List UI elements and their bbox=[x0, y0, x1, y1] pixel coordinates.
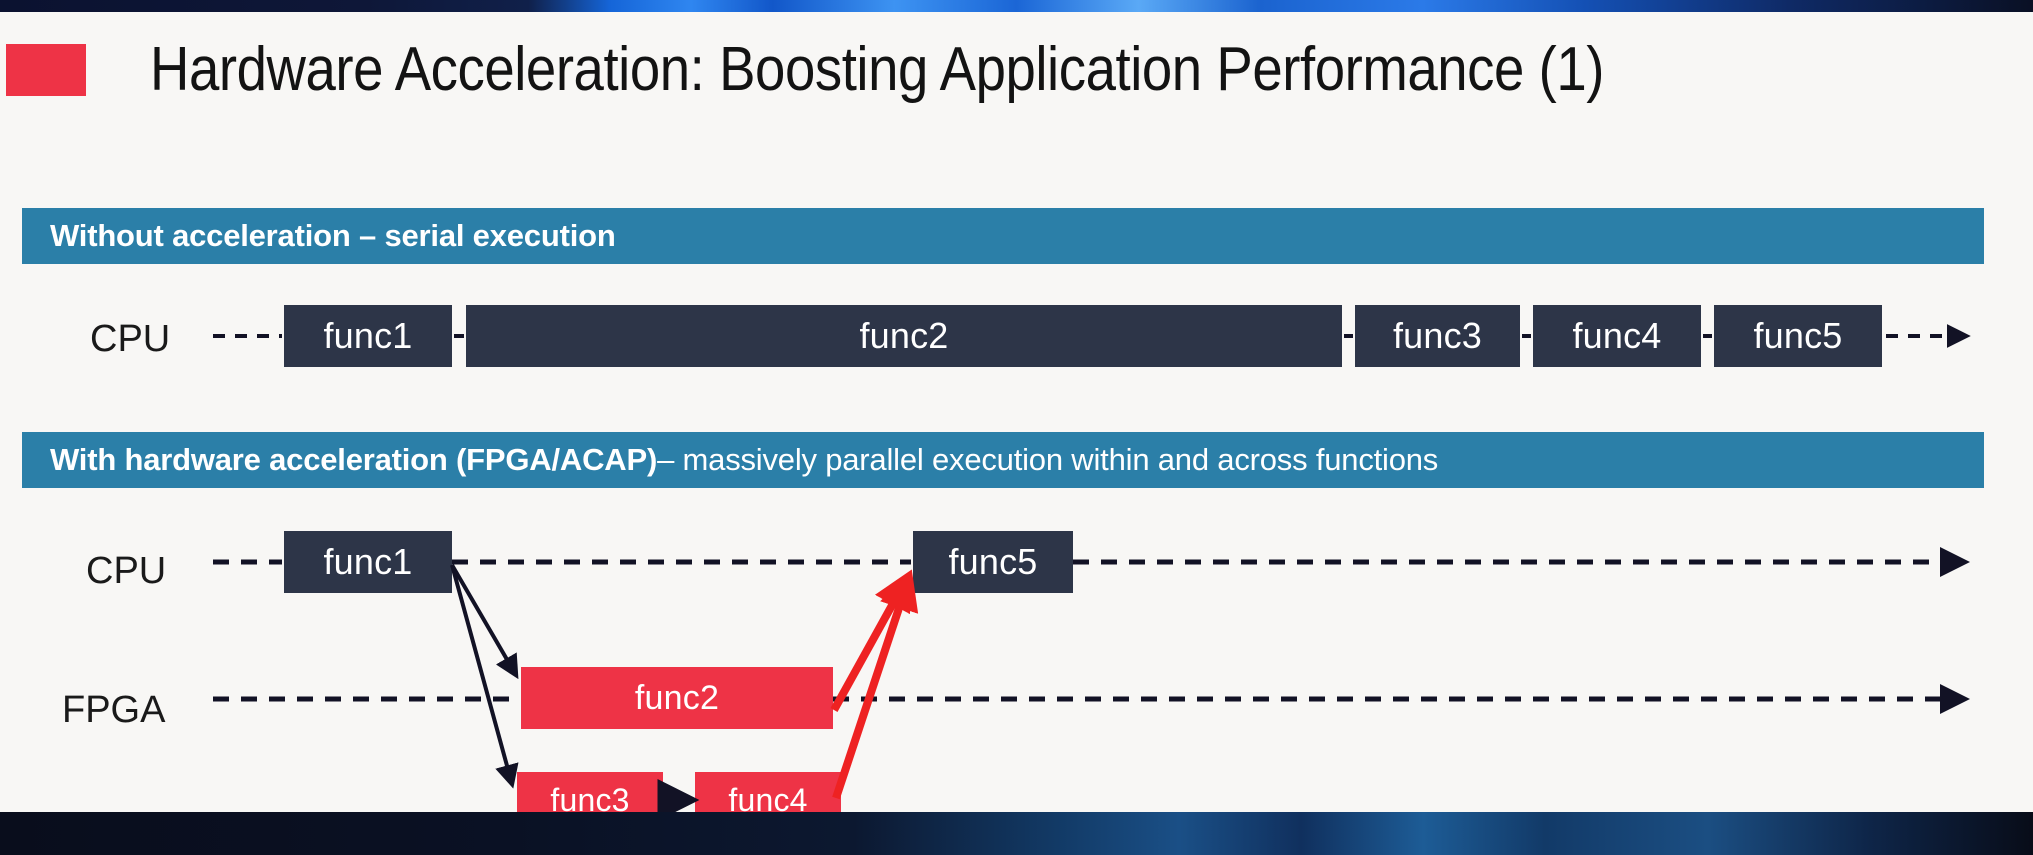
dispatch-arrow-func1-to-func2 bbox=[450, 563, 519, 680]
parallel-fpga-block-func2: func2 bbox=[521, 667, 833, 729]
serial-block-func5: func5 bbox=[1714, 305, 1882, 367]
row-label-cpu-serial: CPU bbox=[90, 318, 171, 360]
row-label-fpga: FPGA bbox=[62, 689, 166, 731]
banner-parallel-normal-text: – massively parallel execution within an… bbox=[657, 442, 1439, 477]
return-arrow-func4-to-func5 bbox=[832, 569, 919, 800]
timeline-arrows-overlay bbox=[213, 324, 1971, 812]
serial-block-func1: func1 bbox=[284, 305, 452, 367]
return-arrow-func2-to-func5 bbox=[830, 569, 912, 712]
title-accent-square bbox=[6, 44, 86, 96]
video-frame-bottom-strip bbox=[0, 812, 2033, 855]
banner-with-hardware-acceleration: With hardware acceleration (FPGA/ACAP) –… bbox=[22, 432, 1984, 488]
parallel-cpu-block-func5: func5 bbox=[913, 531, 1073, 593]
page-title: Hardware Acceleration: Boosting Applicat… bbox=[150, 35, 1604, 104]
video-frame-top-strip bbox=[0, 0, 2033, 12]
banner-serial-strong-text: Without acceleration – serial execution bbox=[50, 218, 616, 253]
serial-block-func2: func2 bbox=[466, 305, 1342, 367]
serial-block-func3: func3 bbox=[1355, 305, 1520, 367]
serial-block-func4: func4 bbox=[1533, 305, 1701, 367]
banner-parallel-strong-text: With hardware acceleration (FPGA/ACAP) bbox=[50, 442, 658, 477]
parallel-cpu-block-func1: func1 bbox=[284, 531, 452, 593]
slide-content-area: Hardware Acceleration: Boosting Applicat… bbox=[0, 12, 2033, 828]
dispatch-arrow-func1-to-func3 bbox=[450, 564, 519, 789]
banner-without-acceleration: Without acceleration – serial execution bbox=[22, 208, 1984, 264]
row-label-cpu-parallel: CPU bbox=[86, 550, 167, 592]
